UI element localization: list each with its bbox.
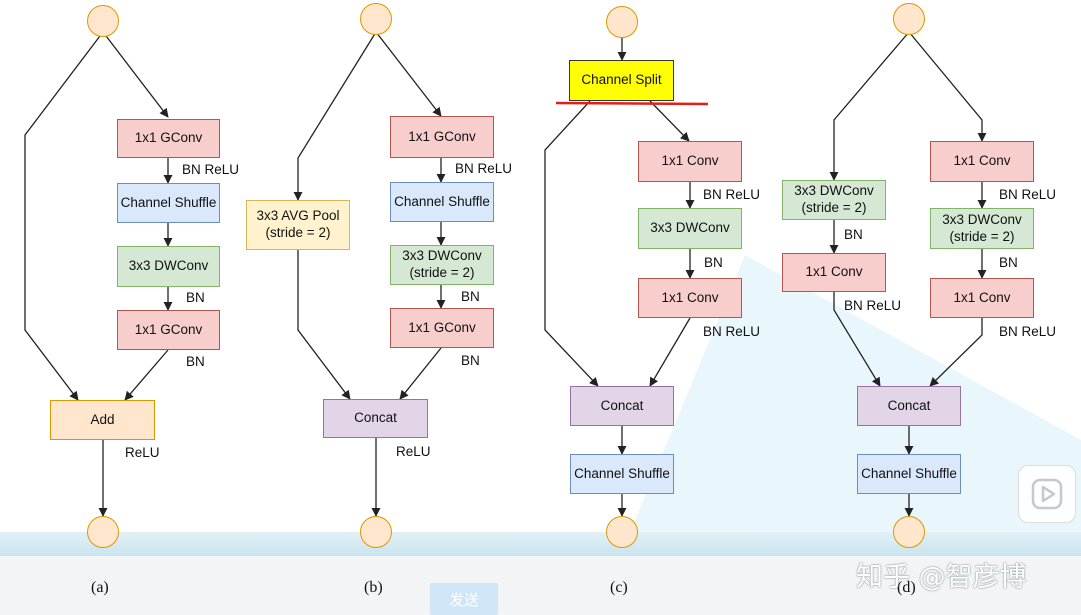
edge-b-in-gconv	[375, 31, 442, 117]
panel-c-conv2: 1x1 Conv	[638, 278, 742, 318]
panel-a-relu-label: ReLU	[125, 445, 160, 460]
edge-a-in-gconv	[102, 31, 169, 118]
panel-c-bnrelu-label-2: BN ReLU	[703, 324, 761, 339]
panel-b-input-node	[360, 3, 392, 35]
panel-a-add: Add	[50, 400, 155, 440]
panel-d-right-bnrelu-label-2: BN ReLU	[999, 324, 1057, 339]
edge-d-right-concat	[929, 318, 983, 387]
panel-d-right-bnrelu-label-1: BN ReLU	[999, 187, 1057, 202]
panel-d-input-node	[893, 3, 925, 35]
edge-a-gconv-add	[124, 349, 169, 401]
panel-a-bn-label-2: BN	[186, 354, 205, 369]
watermark: 知乎 @智彦博	[856, 562, 1027, 593]
panel-c-input-node	[606, 6, 638, 38]
edge-c-split-conv	[649, 100, 690, 142]
panel-b-bn-label-1: BN	[461, 289, 480, 304]
panel-c-concat: Concat	[570, 386, 674, 426]
panel-d-right-bn-label: BN	[999, 255, 1018, 270]
panel-d-channel-shuffle: Channel Shuffle	[857, 454, 961, 494]
panel-a-bn-label-1: BN	[186, 290, 205, 305]
panel-c-channel-shuffle: Channel Shuffle	[570, 454, 674, 494]
red-underline	[555, 101, 709, 106]
panel-b-channel-shuffle: Channel Shuffle	[390, 182, 494, 222]
panel-b-output-node	[360, 516, 392, 548]
edge-b-pool-concat	[297, 250, 351, 400]
panel-d-right-dwconv: 3x3 DWConv (stride = 2)	[930, 208, 1034, 249]
panel-b-caption: (b)	[364, 579, 383, 596]
edge-d-left-concat	[833, 292, 881, 387]
panel-d-left-dwconv: 3x3 DWConv (stride = 2)	[782, 180, 886, 220]
panel-d-left-bn-label: BN	[844, 227, 863, 242]
panel-b-gconv2: 1x1 GConv	[390, 308, 494, 348]
panel-b-avg-pool: 3x3 AVG Pool (stride = 2)	[246, 200, 350, 250]
play-button[interactable]	[1018, 465, 1076, 523]
panel-d-output-node	[893, 516, 925, 548]
panel-c-channel-split: Channel Split	[569, 60, 674, 101]
edge-d-in-right	[908, 31, 987, 142]
edge-b-in-pool	[293, 31, 377, 201]
panel-a-output-node	[87, 516, 119, 548]
panel-a-channel-shuffle: Channel Shuffle	[117, 183, 220, 223]
panel-c-conv1: 1x1 Conv	[638, 141, 742, 182]
edge-a-shortcut	[24, 31, 104, 401]
panel-d-concat: Concat	[857, 386, 961, 426]
panel-a-caption: (a)	[91, 579, 109, 596]
panel-a-input-node	[87, 5, 119, 37]
send-button[interactable]: 发送	[430, 583, 498, 615]
edge-b-gconv-concat	[399, 347, 442, 400]
panel-a-gconv1: 1x1 GConv	[117, 119, 220, 158]
panel-a-bnrelu-label: BN ReLU	[182, 162, 240, 177]
edge-d-in-left	[829, 31, 910, 181]
panel-b-dwconv: 3x3 DWConv (stride = 2)	[390, 245, 494, 285]
panel-d-right-conv1: 1x1 Conv	[930, 141, 1034, 182]
panel-c-dwconv: 3x3 DWConv	[638, 208, 742, 249]
panel-c-caption: (c)	[610, 579, 628, 596]
edge-c-conv-concat	[649, 317, 691, 387]
panel-b-gconv1: 1x1 GConv	[390, 116, 494, 158]
panel-a-gconv2: 1x1 GConv	[117, 310, 220, 350]
panel-b-bnrelu-label: BN ReLU	[455, 161, 513, 176]
play-icon	[1031, 478, 1063, 510]
panel-b-relu-label: ReLU	[396, 444, 431, 459]
bottom-bar	[0, 556, 1081, 615]
panel-b-concat: Concat	[323, 399, 428, 438]
light-overlay-shape	[620, 255, 1081, 556]
panel-c-bnrelu-label-1: BN ReLU	[703, 187, 761, 202]
panel-d-caption: (d)	[897, 579, 916, 596]
panel-d-left-conv: 1x1 Conv	[782, 253, 886, 292]
panel-c-output-node	[606, 516, 638, 548]
edge-c-shortcut	[544, 100, 599, 387]
panel-b-bn-label-2: BN	[461, 353, 480, 368]
panel-c-bn-label: BN	[704, 255, 723, 270]
panel-d-left-bnrelu-label: BN ReLU	[844, 298, 902, 313]
panel-a-dwconv: 3x3 DWConv	[117, 246, 220, 287]
panel-d-right-conv2: 1x1 Conv	[930, 278, 1034, 318]
